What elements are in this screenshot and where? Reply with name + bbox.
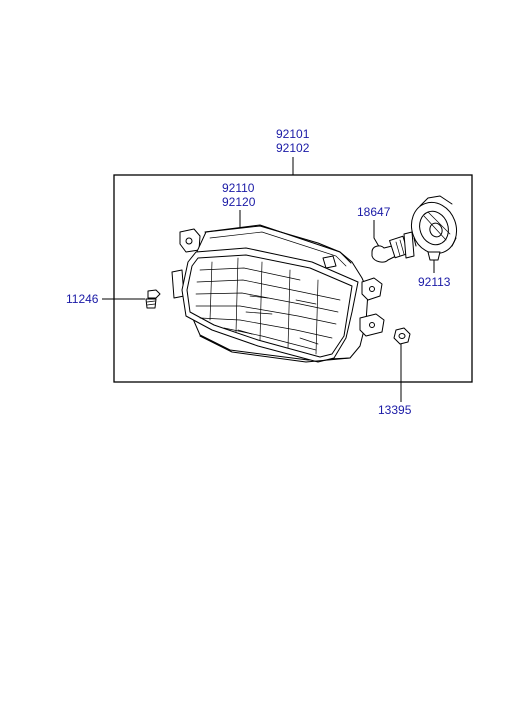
bulb-flange <box>403 231 415 259</box>
socket-ribs <box>423 211 451 241</box>
mount-tab-right-upper <box>361 277 383 301</box>
mount-tab-right-lower <box>359 313 385 337</box>
socket-center <box>429 222 443 238</box>
top-edge <box>204 224 352 264</box>
top-edge-inner <box>209 231 347 267</box>
nut-hole <box>398 333 406 339</box>
lens-bezel <box>186 254 353 358</box>
mount-hole-right-upper <box>369 286 375 292</box>
socket-tabs <box>413 195 457 247</box>
screw-shank <box>145 298 157 309</box>
rear-tab-top <box>322 255 337 269</box>
headlamp-housing[interactable] <box>171 224 385 363</box>
label-13395[interactable]: 13395 <box>378 403 412 417</box>
label-92110[interactable]: 92110 <box>222 181 255 195</box>
mount-hole-top-left <box>185 237 193 245</box>
halogen-bulb[interactable] <box>371 231 415 263</box>
label-18647[interactable]: 18647 <box>357 205 391 219</box>
socket-dust-cover[interactable] <box>404 195 463 261</box>
label-92101[interactable]: 92101 <box>276 127 310 141</box>
label-11246[interactable]: 11246 <box>66 292 99 306</box>
label-92120[interactable]: 92120 <box>222 195 256 209</box>
mount-tab-top-left <box>179 228 201 253</box>
nut-body <box>393 327 411 345</box>
screw-head <box>147 289 161 299</box>
label-92102[interactable]: 92102 <box>276 141 310 155</box>
bottom-lip <box>199 335 351 363</box>
label-92113[interactable]: 92113 <box>418 275 451 289</box>
bulb-base-ridges <box>395 239 405 257</box>
lens-pattern <box>195 257 341 355</box>
nut-13395[interactable] <box>393 327 411 345</box>
screw-thread <box>146 300 156 306</box>
screw-11246[interactable] <box>145 289 161 309</box>
mount-hole-right-lower <box>369 322 375 328</box>
socket-lug <box>427 251 441 261</box>
